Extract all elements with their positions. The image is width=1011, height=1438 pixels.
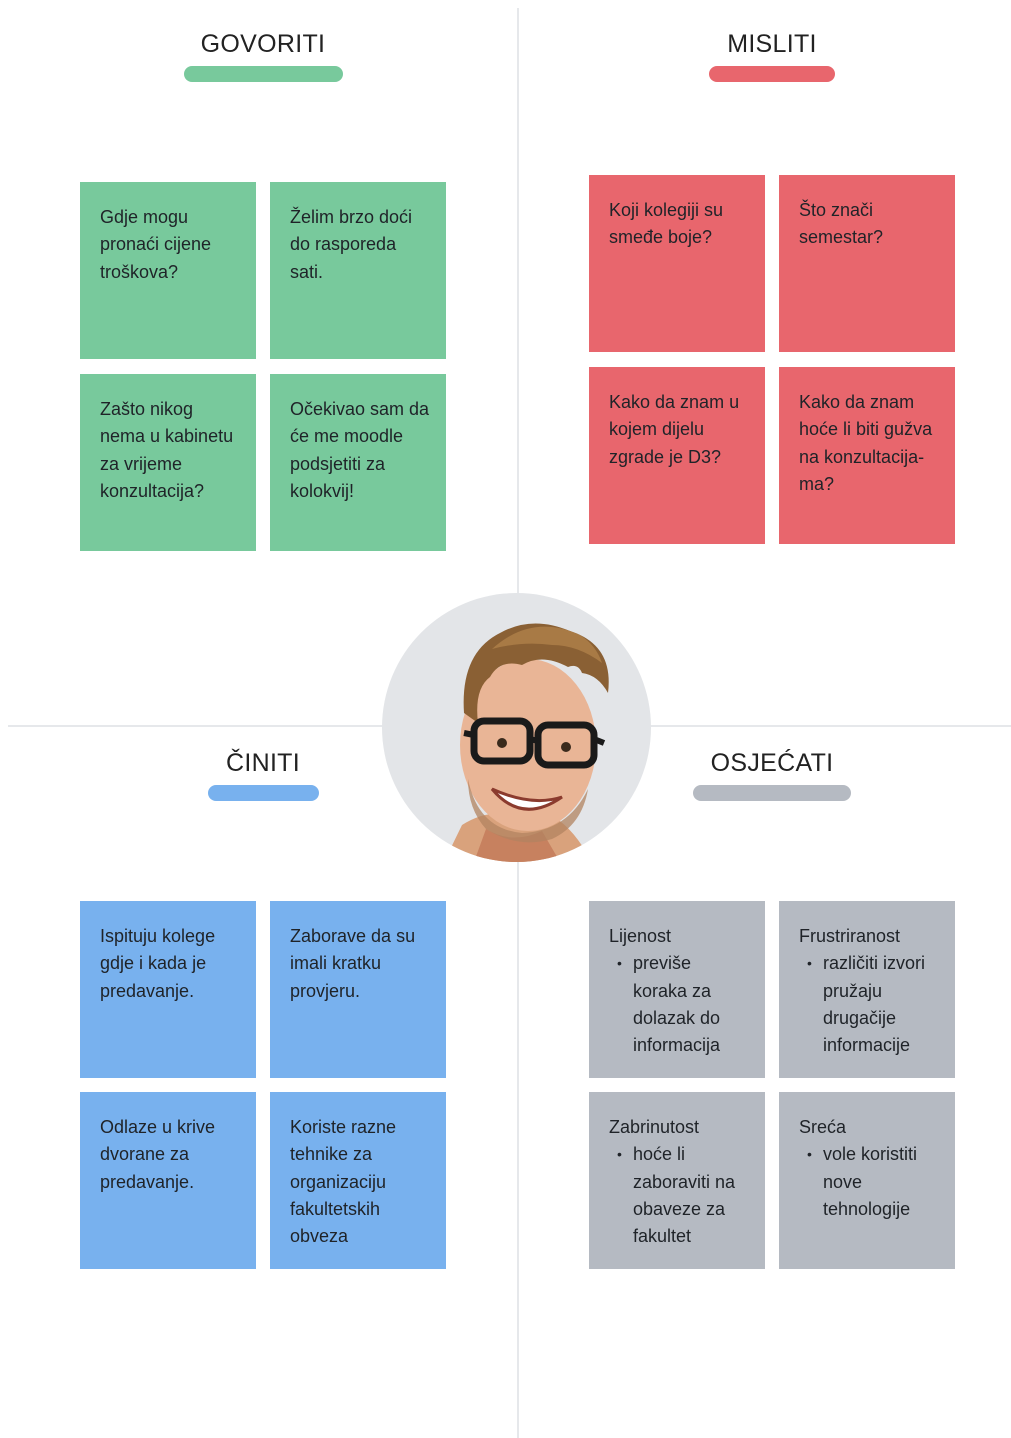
- sticky-note-feel-2: Frustriranost različiti izvori pružaju d…: [779, 901, 955, 1078]
- feeling-detail: previše koraka za dolazak do informacija: [617, 950, 749, 1059]
- feeling-title: Zabrinutost: [609, 1117, 700, 1137]
- feeling-detail: hoće li zaboraviti na obaveze za fakulte…: [617, 1141, 749, 1250]
- persona-photo-icon: [444, 623, 609, 862]
- sticky-note-say-3: Zašto nikog nema u kabinetu za vrijeme k…: [80, 374, 256, 551]
- sticky-note-think-1: Koji kolegiji su smeđe boje?: [589, 175, 765, 352]
- quadrant-bar-say: [184, 66, 343, 82]
- quadrant-title-think: MISLITI: [727, 30, 817, 58]
- sticky-note-feel-3: Zabrinutost hoće li zaboraviti na obavez…: [589, 1092, 765, 1269]
- quadrant-title-feel: OSJEĆATI: [710, 749, 834, 777]
- sticky-note-say-1: Gdje mogu pronaći cijene troškova?: [80, 182, 256, 359]
- sticky-note-do-4: Koriste razne tehnike za organizaciju fa…: [270, 1092, 446, 1269]
- sticky-note-say-2: Želim brzo doći do rasporeda sati.: [270, 182, 446, 359]
- sticky-note-do-2: Zaborave da su imali kratku provjeru.: [270, 901, 446, 1078]
- feeling-detail: vole koristiti nove tehnologije: [807, 1141, 939, 1223]
- sticky-note-feel-4: Sreća vole koristiti nove tehnologije: [779, 1092, 955, 1269]
- sticky-note-think-3: Kako da znam u kojem dijelu zgrade je D3…: [589, 367, 765, 544]
- persona-avatar: [382, 593, 651, 862]
- sticky-note-feel-1: Lijenost previše koraka za dolazak do in…: [589, 901, 765, 1078]
- feeling-title: Lijenost: [609, 926, 672, 946]
- sticky-note-say-4: Očekivao sam da će me moodle podsjetiti …: [270, 374, 446, 551]
- quadrant-bar-think: [709, 66, 835, 82]
- quadrant-bar-do: [208, 785, 319, 801]
- quadrant-title-do: ČINITI: [225, 749, 301, 777]
- sticky-note-think-4: Kako da znam hoće li biti gužva na konzu…: [779, 367, 955, 544]
- sticky-note-think-2: Što znači semestar?: [779, 175, 955, 352]
- sticky-note-do-3: Odlaze u krive dvorane za predavanje.: [80, 1092, 256, 1269]
- sticky-note-do-1: Ispituju kolege gdje i kada je predavanj…: [80, 901, 256, 1078]
- quadrant-title-say: GOVORITI: [200, 30, 326, 58]
- quadrant-bar-feel: [693, 785, 851, 801]
- feeling-title: Frustriranost: [799, 926, 901, 946]
- feeling-title: Sreća: [799, 1117, 847, 1137]
- feeling-detail: različiti izvori pružaju drugačije infor…: [807, 950, 939, 1059]
